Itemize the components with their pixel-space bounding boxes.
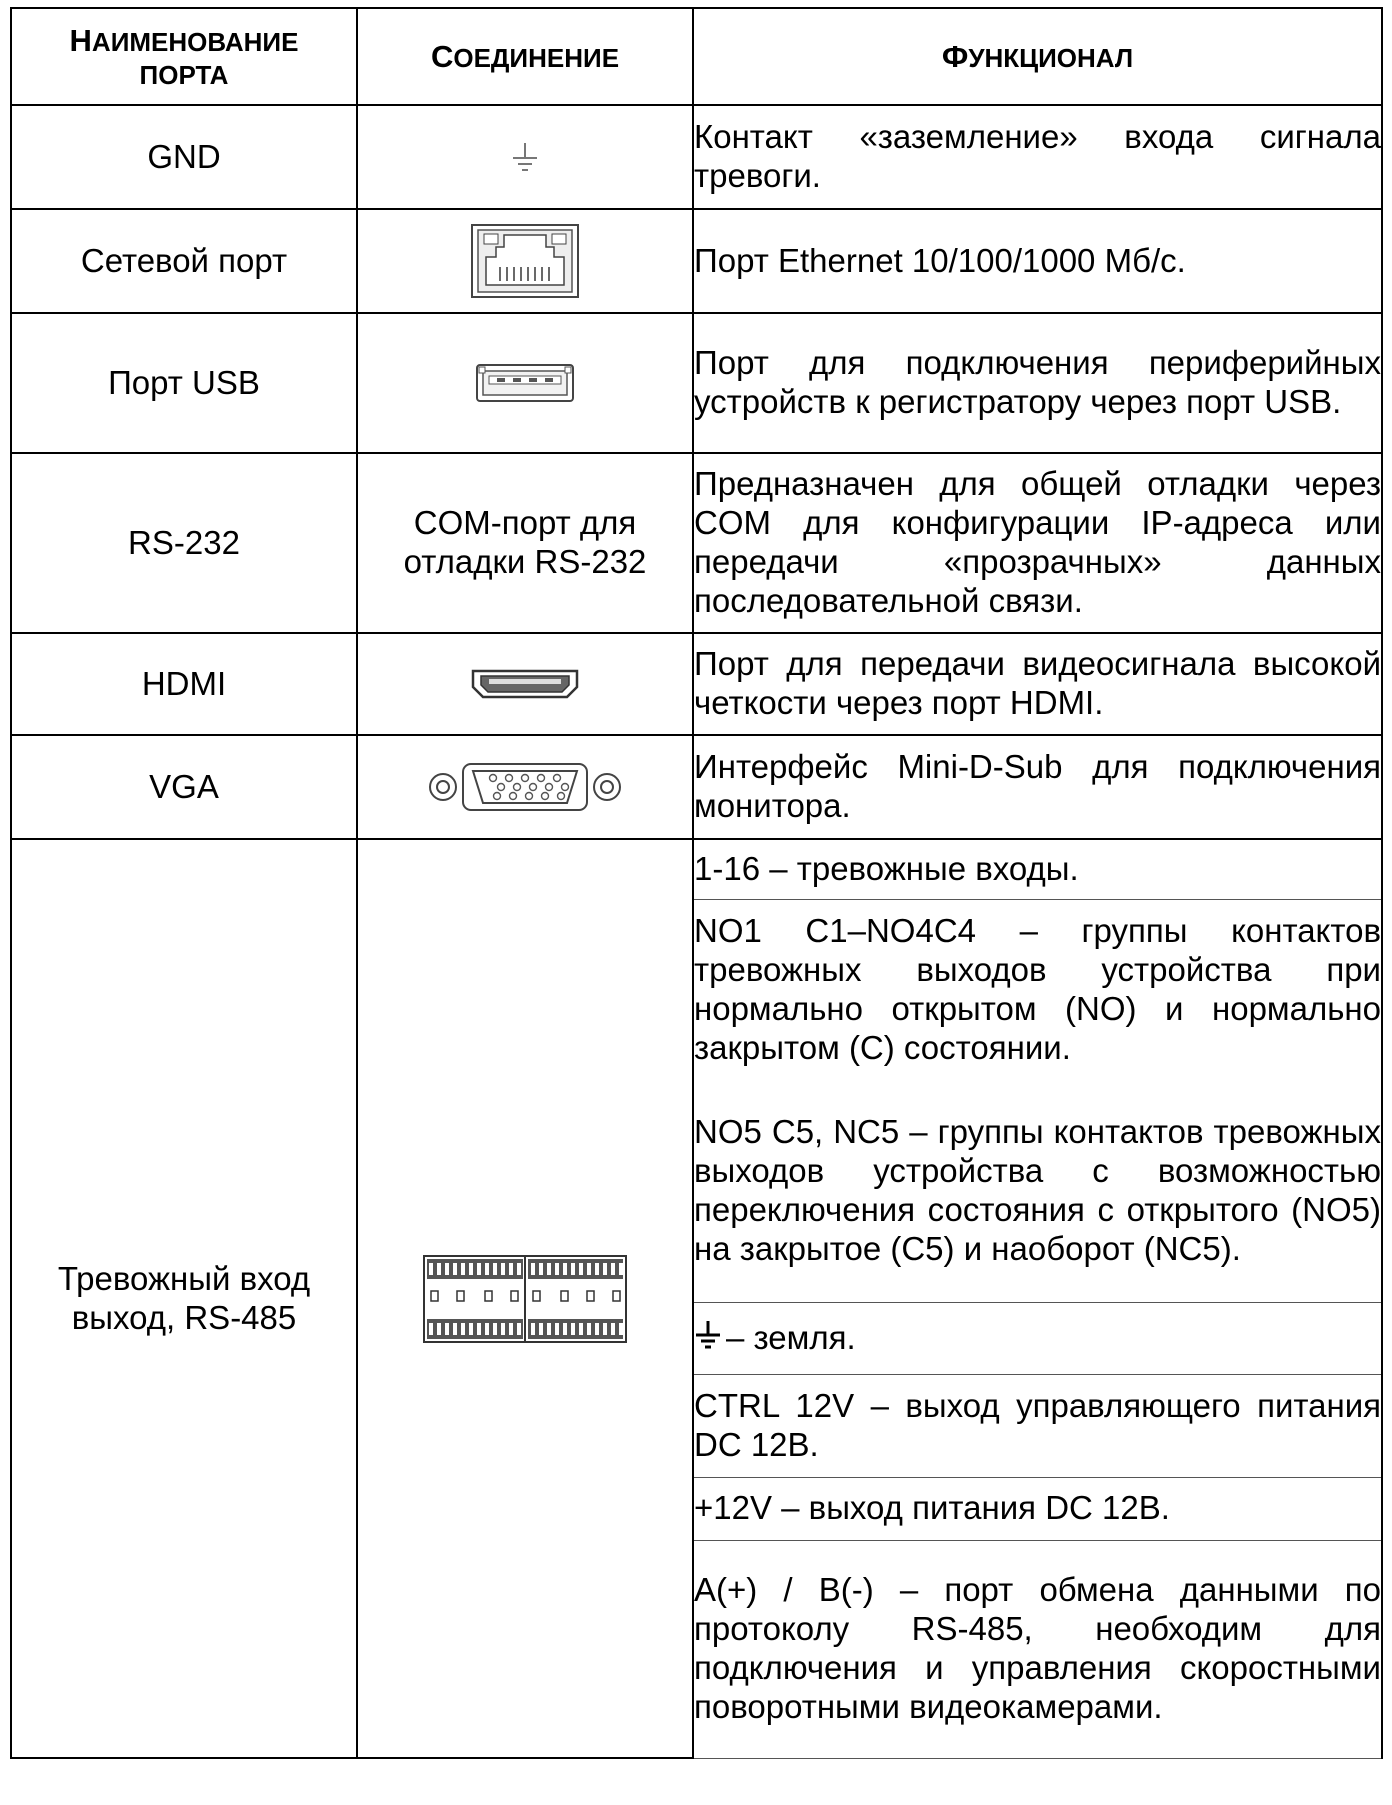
function-text: – земля. (692, 1301, 1383, 1375)
port-name: Порт USB (10, 312, 358, 454)
table-row: VGA Интерфейс Mini-D-Sub для подключения… (10, 734, 1383, 840)
connection-cell (356, 312, 694, 454)
table-row: HDMI Порт для передачи видеосигнала высо… (10, 632, 1383, 736)
port-name: VGA (10, 734, 358, 840)
function-text: А(+) / В(-) – порт обмена данными по про… (692, 1539, 1383, 1759)
port-name: GND (10, 104, 358, 210)
vga-port-icon (429, 763, 621, 811)
ethernet-port-icon (471, 224, 579, 298)
usb-port-icon (476, 364, 574, 402)
function-text: Интерфейс Mini-D-Sub для подключения мон… (692, 734, 1383, 840)
connection-cell (356, 208, 694, 314)
function-text: Контакт «заземление» входа сигнала трево… (692, 104, 1383, 210)
port-name: RS-232 (10, 452, 358, 634)
function-text: NO1 C1–NO4C4 – группы контактов тревожны… (692, 898, 1383, 1080)
connection-cell (356, 838, 694, 1759)
table-row: – земля. (11, 1301, 1383, 1375)
table-row: GND Контакт «заземление» входа сигнала т… (10, 104, 1383, 210)
function-text: CTRL 12V – выход управляющего питания DC… (692, 1373, 1383, 1478)
function-text: +12V – выход питания DC 12В. (692, 1476, 1383, 1541)
table-row: Сетевой порт Порт Ethernet 10/100/1000 М… (10, 208, 1383, 314)
header-function: ФУНКЦИОНАЛ (692, 7, 1383, 106)
port-name: HDMI (10, 632, 358, 736)
connection-cell (356, 632, 694, 736)
table-row: NO1 C1–NO4C4 – группы контактов тревожны… (11, 898, 1383, 1080)
ground-symbol-icon (513, 143, 537, 171)
function-text: Предназначен для общей отладки через COM… (692, 452, 1383, 634)
connection-text: отладки RS-232 (403, 543, 647, 580)
table-row: +12V – выход питания DC 12В. (11, 1476, 1383, 1541)
port-name: Сетевой порт (10, 208, 358, 314)
header-connection: СОЕДИНЕНИЕ (356, 7, 694, 106)
function-text: 1-16 – тревожные входы. (692, 838, 1383, 900)
function-text: Порт Ethernet 10/100/1000 Мб/с. (692, 208, 1383, 314)
function-text: NO5 C5, NC5 – группы контактов тревожных… (692, 1080, 1383, 1303)
connection-cell (356, 104, 694, 210)
function-text: Порт для передачи видеосигнала высокой ч… (692, 632, 1383, 736)
connection-cell (356, 734, 694, 840)
terminal-block-icon (423, 1254, 627, 1343)
table-row: Порт USB Порт для подключения периферийн… (10, 312, 1383, 454)
connection-text: COM-порт для (413, 504, 637, 542)
table-row: CTRL 12V – выход управляющего питания DC… (11, 1373, 1383, 1478)
table-row: А(+) / В(-) – порт обмена данными по про… (11, 1539, 1383, 1759)
hdmi-port-icon (471, 669, 579, 699)
function-text: Порт для подключения периферийных устрой… (692, 312, 1383, 454)
ground-symbol-icon (696, 1320, 720, 1349)
